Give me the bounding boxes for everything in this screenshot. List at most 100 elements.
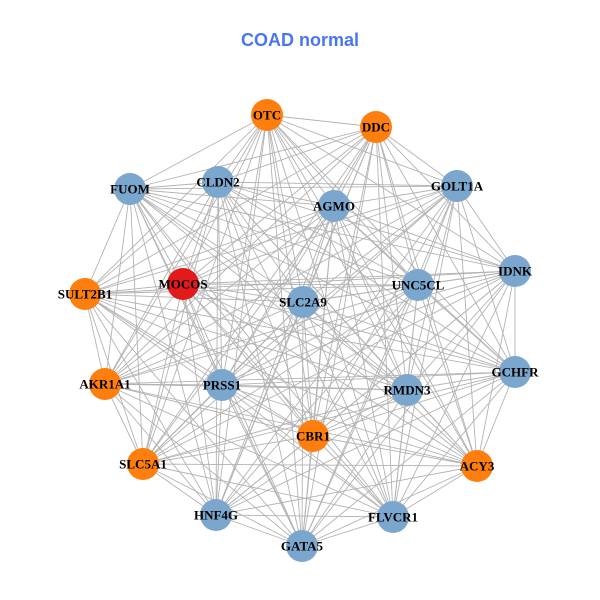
node-IDNK[interactable]: IDNK bbox=[498, 255, 533, 287]
edge-GOLT1A-MOCOS bbox=[182, 185, 458, 285]
node-label: CBR1 bbox=[296, 429, 330, 444]
node-SLC5A1[interactable]: SLC5A1 bbox=[119, 448, 167, 480]
node-circle[interactable] bbox=[200, 499, 232, 531]
node-GATA5[interactable]: GATA5 bbox=[281, 530, 324, 562]
edge-OTC-RMDN3 bbox=[266, 114, 408, 391]
edge-MOCOS-SULT2B1 bbox=[84, 283, 184, 295]
node-label: GOLT1A bbox=[431, 179, 484, 194]
edge-CBR1-GATA5 bbox=[301, 435, 314, 547]
edge-AGMO-GOLT1A bbox=[333, 185, 458, 207]
edge-RMDN3-SLC5A1 bbox=[142, 389, 408, 465]
node-circle[interactable] bbox=[377, 501, 409, 533]
node-label: SLC2A9 bbox=[279, 295, 327, 310]
edge-OTC-DDC bbox=[266, 114, 377, 128]
edge-SULT2B1-CBR1 bbox=[84, 293, 314, 437]
node-HNF4G[interactable]: HNF4G bbox=[194, 499, 238, 531]
node-GOLT1A[interactable]: GOLT1A bbox=[431, 170, 484, 202]
edge-SLC2A9-HNF4G bbox=[215, 301, 304, 516]
node-label: DDC bbox=[362, 120, 390, 135]
node-circle[interactable] bbox=[297, 420, 329, 452]
node-OTC[interactable]: OTC bbox=[251, 99, 283, 131]
node-AKR1A1[interactable]: AKR1A1 bbox=[79, 368, 131, 400]
edge-SULT2B1-ACY3 bbox=[84, 293, 478, 467]
node-UNC5CL[interactable]: UNC5CL bbox=[392, 269, 445, 301]
node-CLDN2[interactable]: CLDN2 bbox=[196, 166, 240, 198]
node-circle[interactable] bbox=[202, 166, 234, 198]
node-CBR1[interactable]: CBR1 bbox=[296, 420, 330, 452]
node-circle[interactable] bbox=[206, 369, 238, 401]
node-circle[interactable] bbox=[402, 269, 434, 301]
edge-GCHFR-GATA5 bbox=[301, 371, 516, 547]
node-FUOM[interactable]: FUOM bbox=[110, 173, 150, 205]
edge-CLDN2-CBR1 bbox=[217, 181, 314, 437]
edge-RMDN3-GATA5 bbox=[301, 389, 408, 547]
edge-FUOM-AKR1A1 bbox=[104, 188, 131, 385]
node-circle[interactable] bbox=[286, 530, 318, 562]
node-circle[interactable] bbox=[167, 268, 199, 300]
edge-SLC2A9-GCHFR bbox=[302, 301, 516, 373]
node-label: FUOM bbox=[110, 182, 150, 197]
edge-GOLT1A-GATA5 bbox=[301, 185, 458, 547]
edge-MOCOS-CBR1 bbox=[182, 283, 314, 437]
node-circle[interactable] bbox=[114, 173, 146, 205]
edge-ACY3-SLC5A1 bbox=[142, 463, 478, 467]
edge-RMDN3-ACY3 bbox=[406, 389, 478, 467]
edge-RMDN3-CBR1 bbox=[312, 389, 408, 437]
edge-FUOM-MOCOS bbox=[129, 188, 184, 285]
edge-OTC-AKR1A1 bbox=[104, 114, 268, 385]
node-circle[interactable] bbox=[360, 111, 392, 143]
edge-CBR1-SLC5A1 bbox=[142, 435, 314, 465]
edge-UNC5CL-SULT2B1 bbox=[84, 284, 419, 295]
edge-AGMO-SLC2A9 bbox=[302, 205, 335, 303]
node-circle[interactable] bbox=[251, 99, 283, 131]
node-MOCOS[interactable]: MOCOS bbox=[158, 268, 208, 300]
node-circle[interactable] bbox=[69, 278, 101, 310]
node-circle[interactable] bbox=[499, 356, 531, 388]
chart-title: COAD normal bbox=[240, 30, 359, 50]
node-ACY3[interactable]: ACY3 bbox=[460, 450, 495, 482]
edge-CLDN2-MOCOS bbox=[182, 181, 219, 285]
edge-PRSS1-SLC5A1 bbox=[142, 384, 223, 465]
edge-AGMO-PRSS1 bbox=[221, 205, 335, 386]
edge-GCHFR-AKR1A1 bbox=[104, 371, 516, 385]
edge-UNC5CL-SLC2A9 bbox=[302, 284, 419, 303]
node-label: AGMO bbox=[313, 199, 355, 214]
node-DDC[interactable]: DDC bbox=[360, 111, 392, 143]
node-FLVCR1[interactable]: FLVCR1 bbox=[368, 501, 418, 533]
edge-GCHFR-PRSS1 bbox=[221, 371, 516, 386]
edge-CLDN2-IDNK bbox=[217, 181, 516, 272]
node-circle[interactable] bbox=[318, 190, 350, 222]
node-RMDN3[interactable]: RMDN3 bbox=[384, 374, 431, 406]
edge-GOLT1A-SULT2B1 bbox=[84, 185, 458, 295]
edge-MOCOS-FLVCR1 bbox=[182, 283, 394, 518]
node-circle[interactable] bbox=[461, 450, 493, 482]
node-PRSS1[interactable]: PRSS1 bbox=[203, 369, 241, 401]
node-circle[interactable] bbox=[287, 286, 319, 318]
node-SULT2B1[interactable]: SULT2B1 bbox=[58, 278, 112, 310]
edge-PRSS1-ACY3 bbox=[221, 384, 478, 467]
edge-CLDN2-GOLT1A bbox=[217, 181, 458, 187]
node-label: UNC5CL bbox=[392, 278, 445, 293]
node-circle[interactable] bbox=[391, 374, 423, 406]
edge-AKR1A1-GATA5 bbox=[104, 383, 303, 547]
edge-GOLT1A-HNF4G bbox=[215, 185, 458, 516]
edge-CLDN2-AKR1A1 bbox=[104, 181, 219, 385]
edge-ACY3-HNF4G bbox=[215, 465, 478, 516]
edge-CLDN2-UNC5CL bbox=[217, 181, 419, 286]
edge-OTC-HNF4G bbox=[215, 114, 268, 516]
node-AGMO[interactable]: AGMO bbox=[313, 190, 355, 222]
node-circle[interactable] bbox=[127, 448, 159, 480]
edge-SLC5A1-FLVCR1 bbox=[142, 463, 394, 518]
edge-AKR1A1-HNF4G bbox=[104, 383, 217, 516]
edge-CLDN2-PRSS1 bbox=[217, 181, 223, 386]
edge-OTC-ACY3 bbox=[266, 114, 478, 467]
edge-AGMO-RMDN3 bbox=[333, 205, 408, 391]
edge-HNF4G-FLVCR1 bbox=[215, 514, 394, 518]
node-circle[interactable] bbox=[441, 170, 473, 202]
node-circle[interactable] bbox=[499, 255, 531, 287]
node-SLC2A9[interactable]: SLC2A9 bbox=[279, 286, 327, 318]
node-label: MOCOS bbox=[158, 277, 207, 292]
node-circle[interactable] bbox=[89, 368, 121, 400]
node-GCHFR[interactable]: GCHFR bbox=[492, 356, 540, 388]
edge-GOLT1A-UNC5CL bbox=[417, 185, 458, 286]
